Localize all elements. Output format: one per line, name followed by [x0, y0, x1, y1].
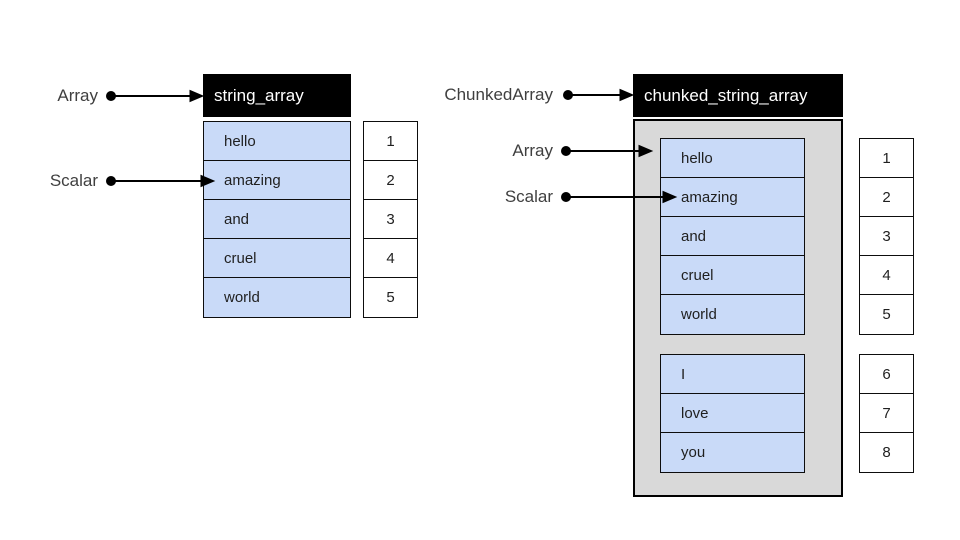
- string-array-cells: hello amazing and cruel world: [203, 121, 351, 318]
- index-cell: 3: [860, 217, 913, 256]
- array-cell: world: [204, 278, 350, 317]
- index-cell: 4: [364, 239, 417, 278]
- array-cell: love: [661, 394, 804, 433]
- array-cell: hello: [661, 139, 804, 178]
- scalar-pointer-label: Scalar: [49, 171, 98, 190]
- chunk-2-cells: I love you: [660, 354, 805, 473]
- arrow-dot: [106, 176, 116, 186]
- arrow-dot: [563, 90, 573, 100]
- array-cell: cruel: [661, 256, 804, 295]
- string-array-index-column: 1 2 3 4 5: [363, 121, 418, 318]
- array-cell: amazing: [204, 161, 350, 200]
- scalar-pointer-label: Scalar: [504, 187, 553, 206]
- array-cell: and: [204, 200, 350, 239]
- array-cell: hello: [204, 122, 350, 161]
- chunk-1-cells: hello amazing and cruel world: [660, 138, 805, 335]
- array-cell: you: [661, 433, 804, 472]
- chunked-string-array-header: chunked_string_array: [633, 74, 843, 117]
- chunkedarray-pointer-label: ChunkedArray: [444, 85, 553, 104]
- index-cell: 5: [364, 278, 417, 317]
- arrow-dot: [561, 192, 571, 202]
- left-scalar-arrow-icon: [106, 174, 216, 188]
- array-cell: cruel: [204, 239, 350, 278]
- left-array-arrow-icon: [106, 89, 205, 103]
- index-cell: 7: [860, 394, 913, 433]
- array-cell: world: [661, 295, 804, 334]
- index-cell: 4: [860, 256, 913, 295]
- index-cell: 2: [364, 161, 417, 200]
- array-pointer-label: Array: [512, 141, 553, 160]
- index-cell: 5: [860, 295, 913, 334]
- index-cell: 1: [860, 139, 913, 178]
- array-cell: amazing: [661, 178, 804, 217]
- array-pointer-label: Array: [57, 86, 98, 105]
- string-array-header: string_array: [203, 74, 351, 117]
- arrow-dot: [106, 91, 116, 101]
- chunk-1-index-column: 1 2 3 4 5: [859, 138, 914, 335]
- chunkedarray-arrow-icon: [563, 88, 635, 102]
- array-cell: I: [661, 355, 804, 394]
- index-cell: 3: [364, 200, 417, 239]
- array-cell: and: [661, 217, 804, 256]
- arrow-head-icon: [619, 88, 635, 102]
- index-cell: 1: [364, 122, 417, 161]
- chunk-2-index-column: 6 7 8: [859, 354, 914, 473]
- arrow-head-icon: [189, 89, 205, 103]
- index-cell: 6: [860, 355, 913, 394]
- arrow-dot: [561, 146, 571, 156]
- index-cell: 2: [860, 178, 913, 217]
- index-cell: 8: [860, 433, 913, 472]
